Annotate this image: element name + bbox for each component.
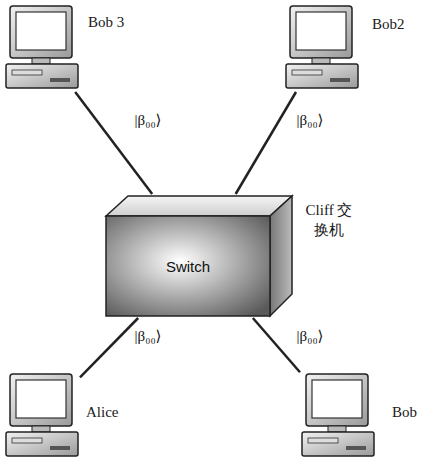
computer-name: Bob: [392, 404, 417, 421]
link-line: [236, 92, 296, 194]
computer-icon: [300, 372, 376, 460]
link-line: [80, 318, 138, 377]
state-label: |β₀₀⟩: [295, 327, 326, 345]
switch-label: Switch: [166, 258, 210, 275]
computer-icon: [4, 4, 80, 92]
computer-node: Bob2: [284, 4, 360, 92]
computer-name: Bob2: [372, 16, 405, 33]
switch-shape: [104, 194, 294, 318]
state-label: |β₀₀⟩: [133, 327, 164, 345]
link-line: [75, 92, 152, 194]
computer-icon: [4, 372, 80, 460]
link-line: [253, 318, 300, 372]
computer-node: Alice: [4, 372, 80, 460]
computer-name: Alice: [86, 404, 118, 421]
computer-node: Bob 3: [4, 4, 80, 92]
switch-heading: Cliff 交换机: [302, 200, 356, 241]
state-label: |β₀₀⟩: [295, 111, 326, 129]
computer-name: Bob 3: [88, 14, 124, 31]
computer-node: Bob: [300, 372, 376, 460]
switch-box: SwitchCliff 交换机: [104, 194, 294, 318]
state-label: |β₀₀⟩: [133, 111, 164, 129]
computer-icon: [284, 4, 360, 92]
